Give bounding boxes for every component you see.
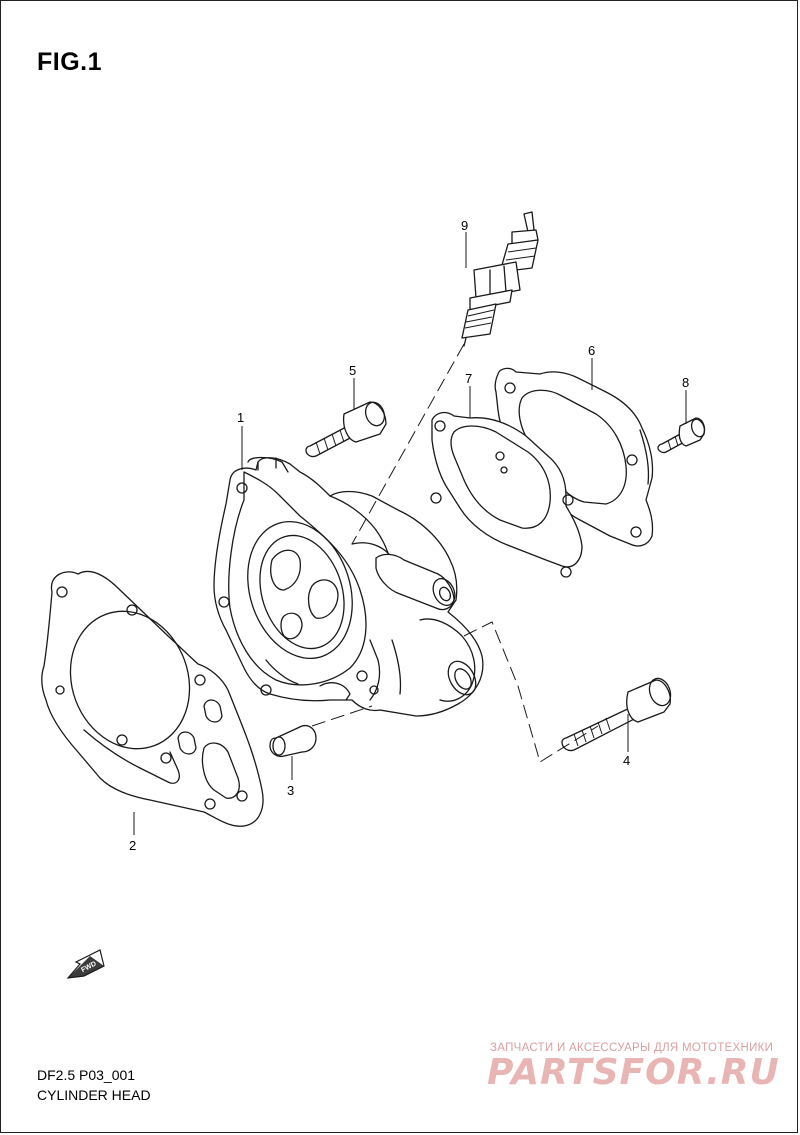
long-bolt <box>561 677 672 752</box>
callout-4: 4 <box>623 753 630 768</box>
callout-3: 3 <box>287 783 294 798</box>
dowel-pin <box>269 724 317 758</box>
cylinder-head-body <box>213 456 484 717</box>
spark-plug <box>461 211 539 347</box>
diagram-code: DF2.5 P03_001 <box>37 1067 136 1083</box>
alignment-lines <box>311 343 599 763</box>
callout-7: 7 <box>465 371 472 386</box>
watermark-subtitle: ЗАПЧАСТИ И АКСЕССУАРЫ ДЛЯ МОТОТЕХНИКИ <box>490 1042 774 1054</box>
callout-numbers: 1 2 3 4 5 6 7 8 9 <box>129 218 689 853</box>
callout-1: 1 <box>237 410 244 425</box>
callout-6: 6 <box>588 343 595 358</box>
callout-leaders <box>133 232 687 835</box>
callout-9: 9 <box>461 218 468 233</box>
diagram-name: CYLINDER HEAD <box>37 1087 151 1103</box>
callout-8: 8 <box>682 375 689 390</box>
figure-title: FIG.1 <box>37 48 103 76</box>
callout-2: 2 <box>129 838 136 853</box>
forward-direction-badge: FWD <box>66 949 105 979</box>
head-gasket <box>41 570 264 827</box>
watermark-logo: PARTSFOR.RU <box>487 1052 780 1093</box>
small-bolt <box>657 417 706 454</box>
callout-5: 5 <box>349 363 356 378</box>
cover-gasket <box>430 411 583 578</box>
short-bolt <box>305 401 387 458</box>
